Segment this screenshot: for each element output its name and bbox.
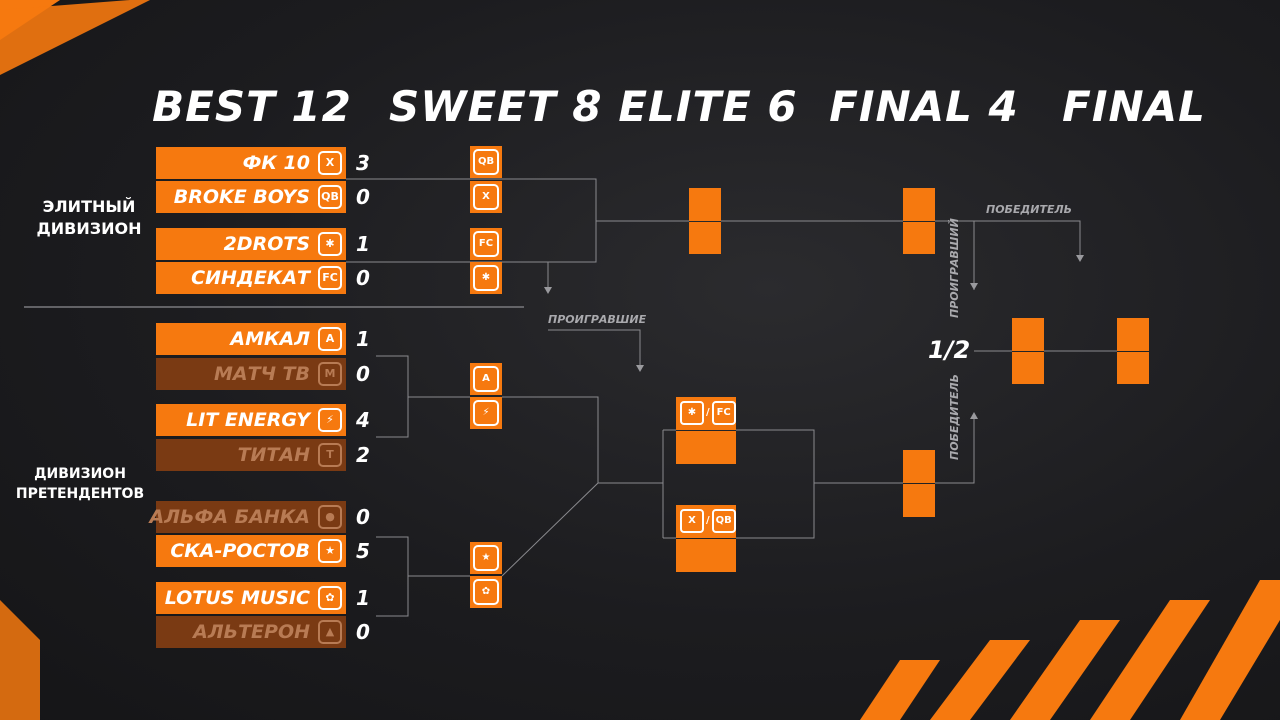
losers-label: ПРОИГРАВШИЕ (548, 313, 647, 326)
final4-slot (903, 484, 935, 517)
sweet8-slot: A (470, 363, 502, 395)
team-logo-icon: ⚡ (473, 400, 499, 426)
round-title-sweet8: SWEET 8 (389, 82, 603, 131)
team-name: ФК 10 (242, 152, 310, 174)
team-logo-icon: X (680, 509, 704, 533)
team-name: LOTUS MUSIC (164, 587, 310, 609)
final4-slot (903, 188, 935, 221)
team-name: АЛЬФА БАНКА (149, 506, 310, 528)
team-logo-icon: X (318, 151, 342, 175)
sweet8-slot: X (470, 181, 502, 213)
team-logo-icon: ▲ (318, 620, 342, 644)
final-slot (1117, 352, 1149, 384)
sweet8-slot: ★ (470, 542, 502, 574)
team-logo-icon: QB (473, 149, 499, 175)
team-row: СИНДЕКАТ FC (156, 262, 346, 294)
elite6-slot (689, 222, 721, 254)
team-logo-icon: ⚡ (318, 408, 342, 432)
team-logo-icon: ✱ (318, 232, 342, 256)
team-row: ФК 10 X (156, 147, 346, 179)
team-logo-icon: A (318, 327, 342, 351)
team-row: АМКАЛ A (156, 323, 346, 355)
team-row-eliminated: АЛЬТЕРОН ▲ (156, 616, 346, 648)
elite6-pair: ✱/FC (680, 401, 736, 425)
team-score: 0 (356, 185, 370, 209)
winner-label-vertical: ПОБЕДИТЕЛЬ (948, 374, 961, 460)
team-logo-icon: ★ (318, 539, 342, 563)
team-logo-icon: FC (318, 266, 342, 290)
elite6-slot (689, 188, 721, 221)
sweet8-slot: ✿ (470, 576, 502, 608)
team-logo-icon: ✿ (473, 579, 499, 605)
team-name: АМКАЛ (230, 328, 310, 350)
team-row: 2DROTS ✱ (156, 228, 346, 260)
team-row-eliminated: ТИТАН T (156, 439, 346, 471)
team-score: 1 (356, 327, 370, 351)
semifinal-slot (1012, 318, 1044, 351)
team-logo-icon: ✱ (473, 265, 499, 291)
team-score: 2 (356, 443, 370, 467)
team-score: 0 (356, 362, 370, 386)
round-title-best12: BEST 12 (152, 82, 352, 131)
team-score: 5 (356, 539, 370, 563)
team-logo-icon: A (473, 366, 499, 392)
team-logo-icon: QB (711, 509, 736, 533)
division-label-contenders: ДИВИЗИОН ПРЕТЕНДЕНТОВ (15, 466, 145, 502)
final-slot (1117, 318, 1149, 351)
team-logo-icon: ● (318, 505, 342, 529)
elite6-slot: X/QB (676, 505, 736, 538)
team-row-eliminated: АЛЬФА БАНКА ● (150, 501, 346, 533)
team-logo-icon: QB (318, 185, 342, 209)
loser-label-vertical: ПРОИГРАВШИЙ (948, 218, 961, 318)
team-score: 4 (356, 408, 370, 432)
team-logo-icon: FC (711, 401, 736, 425)
final4-slot (903, 450, 935, 483)
team-logo-icon: T (318, 443, 342, 467)
team-score: 0 (356, 620, 370, 644)
elite6-pair: X/QB (680, 509, 736, 533)
sweet8-slot: FC (470, 228, 502, 260)
team-name: АЛЬТЕРОН (193, 621, 310, 643)
round-title-final4: FINAL 4 (829, 82, 1019, 131)
team-score: 1 (356, 586, 370, 610)
team-row: LOTUS MUSIC ✿ (156, 582, 346, 614)
round-title-final: FINAL (1062, 82, 1206, 131)
team-logo-icon: ✿ (318, 586, 342, 610)
team-row: СКА-РОСТОВ ★ (156, 535, 346, 567)
sweet8-slot: ⚡ (470, 397, 502, 429)
team-score: 1 (356, 232, 370, 256)
semifinal-slot (1012, 352, 1044, 384)
team-row-eliminated: МАТЧ ТВ M (156, 358, 346, 390)
elite6-slot: ✱/FC (676, 397, 736, 430)
team-logo-icon: M (318, 362, 342, 386)
team-name: ТИТАН (237, 444, 310, 466)
team-logo-icon: X (473, 184, 499, 210)
sweet8-slot: ✱ (470, 262, 502, 294)
division-label-elite: ЭЛИТНЫЙ ДИВИЗИОН (36, 197, 142, 238)
elite6-slot (676, 431, 736, 464)
team-logo-icon: ✱ (680, 401, 704, 425)
team-score: 0 (356, 266, 370, 290)
team-name: СИНДЕКАТ (191, 267, 310, 289)
team-name: LIT ENERGY (186, 409, 310, 431)
team-score: 3 (356, 151, 370, 175)
team-row: BROKE BOYS QB (156, 181, 346, 213)
winner-label: ПОБЕДИТЕЛЬ (986, 203, 1072, 216)
round-title-elite6: ELITE 6 (618, 82, 798, 131)
semifinal-label: 1/2 (928, 336, 971, 364)
team-logo-icon: ★ (473, 545, 499, 571)
team-row: LIT ENERGY ⚡ (156, 404, 346, 436)
team-logo-icon: FC (473, 231, 499, 257)
sweet8-slot: QB (470, 146, 502, 178)
team-name: МАТЧ ТВ (214, 363, 310, 385)
elite6-slot (676, 539, 736, 572)
team-name: BROKE BOYS (173, 186, 310, 208)
team-score: 0 (356, 505, 370, 529)
team-name: 2DROTS (223, 233, 310, 255)
final4-slot (903, 222, 935, 254)
team-name: СКА-РОСТОВ (170, 540, 310, 562)
